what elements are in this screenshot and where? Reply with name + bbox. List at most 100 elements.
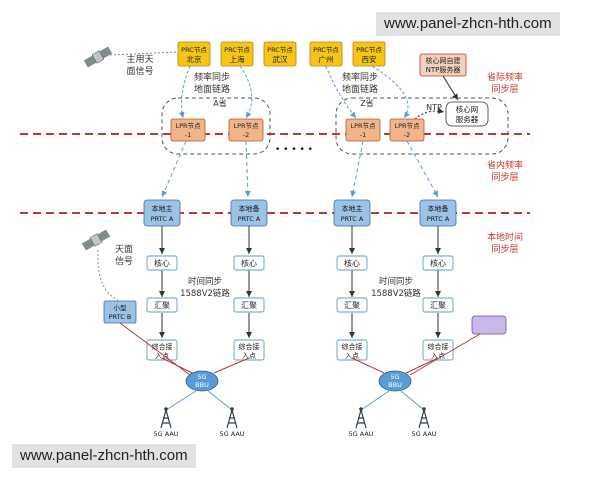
aggregation-node: 汇聚 <box>422 297 454 313</box>
svg-text:LPR节点: LPR节点 <box>350 122 376 130</box>
province-z-label: Z省 <box>360 98 373 108</box>
svg-text:核心网: 核心网 <box>456 104 479 114</box>
svg-text:LPR节点: LPR节点 <box>175 122 201 130</box>
watermark-bottom: www.panel-zhcn-hth.com <box>12 444 196 468</box>
svg-text:PRC节点: PRC节点 <box>313 46 339 54</box>
prc-node: PRC节点 北京 <box>177 41 211 67</box>
svg-text:综合接: 综合接 <box>428 342 449 351</box>
svg-text:核心: 核心 <box>344 258 360 268</box>
layer-label-international: 省际频率 <box>487 71 523 83</box>
core-node: 核心 <box>146 255 178 271</box>
bbu-link-red <box>351 357 385 374</box>
svg-text:NTP服务器: NTP服务器 <box>426 65 461 74</box>
prc-lpr-link <box>325 65 357 119</box>
svg-text:小型: 小型 <box>114 303 128 312</box>
time-link-left-label-2: 1588V2链路 <box>180 288 230 299</box>
province-a-group <box>161 97 271 155</box>
lpr-node: LPR节点 -2 <box>389 118 425 142</box>
aau-tower-icon: 5G AAU <box>411 407 437 438</box>
lpr-node: LPR节点 -1 <box>345 118 381 142</box>
aggregation-node: 汇聚 <box>336 297 368 313</box>
time-link-left-label: 时间同步 <box>188 276 222 287</box>
sky-link-left <box>97 249 119 301</box>
aggregation-node: 汇聚 <box>146 297 178 313</box>
satellite-icon <box>83 46 113 68</box>
svg-text:5G: 5G <box>390 373 399 381</box>
aau-link <box>165 390 197 411</box>
sky-signal-top-label: 主用天 <box>126 53 153 65</box>
aau-link <box>207 390 233 411</box>
local-prtc-node: 本地主 PRTC A <box>333 199 371 227</box>
svg-text:PRTC A: PRTC A <box>238 215 261 223</box>
aau-label: 5G AAU <box>153 430 178 438</box>
layer-label-international-2: 同步层 <box>491 84 518 95</box>
aau-label: 5G AAU <box>219 430 244 438</box>
svg-text:西安: 西安 <box>362 54 377 64</box>
svg-text:汇聚: 汇聚 <box>154 301 170 310</box>
svg-text:BBU: BBU <box>195 381 209 389</box>
lpr-node: LPR节点 -2 <box>228 118 264 142</box>
time-link-right-label-2: 1588V2链路 <box>371 288 421 299</box>
svg-text:PRC节点: PRC节点 <box>267 46 293 54</box>
svg-text:入点: 入点 <box>431 352 445 360</box>
core-node: 核心 <box>233 255 265 271</box>
time-link-right-label: 时间同步 <box>379 276 413 287</box>
bbu-link-red <box>405 357 439 374</box>
aau-label: 5G AAU <box>411 430 436 438</box>
svg-text:LPR节点: LPR节点 <box>394 122 420 130</box>
sky-signal-left-label: 天面 <box>115 244 133 255</box>
freq-link-right-label: 频率同步 <box>342 71 378 83</box>
lpr-node: LPR节点 -1 <box>170 118 206 142</box>
bbu-node: 5G BBU <box>378 370 412 392</box>
svg-text:PRTC A: PRTC A <box>151 215 174 223</box>
svg-text:PRC节点: PRC节点 <box>356 46 382 54</box>
prc-node: PRC节点 西安 <box>352 41 386 67</box>
svg-text:PRC节点: PRC节点 <box>181 46 207 54</box>
bbu-node: 5G BBU <box>185 370 219 392</box>
local-prtc-node: 本地备 PRTC A <box>230 199 268 227</box>
svg-text:核心: 核心 <box>241 258 257 268</box>
ntp-server-self-built: 核心网自建 NTP服务器 <box>419 53 467 77</box>
lpr-local-link <box>161 140 187 198</box>
svg-text:入点: 入点 <box>155 352 169 360</box>
sky-signal-top-label-2: 面信号 <box>126 65 153 77</box>
sky-signal-left-label-2: 信号 <box>115 255 133 267</box>
svg-text:本地备: 本地备 <box>239 204 260 213</box>
svg-text:武汉: 武汉 <box>273 54 288 64</box>
aau-tower-icon: 5G AAU <box>219 407 245 438</box>
small-prtc-right <box>471 315 507 335</box>
local-prtc-node: 本地主 PRTC A <box>143 199 181 227</box>
layer-label-provincial-2: 同步层 <box>491 172 518 183</box>
lpr-local-link <box>350 140 364 198</box>
bbu-link-red <box>161 357 193 374</box>
aau-link <box>360 390 390 411</box>
svg-text:入点: 入点 <box>345 352 359 360</box>
bbu-link-red <box>213 357 250 374</box>
core-server: 核心网 服务器 <box>445 101 489 127</box>
prc-node: PRC节点 武汉 <box>263 41 297 67</box>
freq-link-right-label-2: 地面链路 <box>342 83 378 95</box>
svg-text:5G: 5G <box>197 373 206 381</box>
layer-label-local: 本地时间 <box>487 231 523 243</box>
aau-tower-icon: 5G AAU <box>348 407 374 438</box>
province-z-group <box>335 97 509 155</box>
svg-text:核心: 核心 <box>154 258 170 268</box>
layer-label-local-2: 同步层 <box>491 244 518 255</box>
ntp-label: NTP <box>426 103 442 112</box>
freq-link-left-label: 频率同步 <box>194 71 230 83</box>
svg-text:入点: 入点 <box>242 352 256 360</box>
prc-node: PRC节点 上海 <box>220 41 254 67</box>
svg-text:-2: -2 <box>404 131 410 139</box>
core-node: 核心 <box>336 255 368 271</box>
svg-text:PRTC A: PRTC A <box>341 215 364 223</box>
prc-lpr-link <box>239 65 253 119</box>
svg-text:-1: -1 <box>185 131 191 139</box>
svg-text:-2: -2 <box>243 131 249 139</box>
svg-text:综合接: 综合接 <box>152 342 173 351</box>
watermark-top: www.panel-zhcn-hth.com <box>376 12 560 36</box>
small-prtc: 小型 PRTC B <box>103 300 137 324</box>
svg-text:上海: 上海 <box>230 54 245 64</box>
